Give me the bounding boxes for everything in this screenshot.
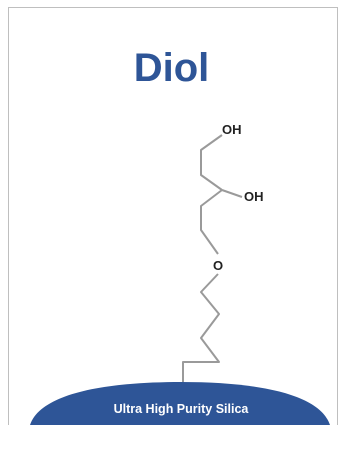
atom-oxygen: O (213, 258, 223, 273)
bond-oh-branch (221, 189, 243, 198)
silica-support-dome (30, 382, 330, 425)
bond-chain-middle (200, 189, 223, 255)
figure-frame (8, 7, 338, 425)
silica-support-label: Ultra High Purity Silica (114, 402, 250, 416)
atom-oh-top: OH (222, 122, 242, 137)
diagram-title: Diol (133, 46, 210, 90)
bond-chain-linker (182, 273, 220, 392)
atom-oh-middle: OH (244, 189, 264, 204)
bond-chain-upper (200, 134, 223, 191)
